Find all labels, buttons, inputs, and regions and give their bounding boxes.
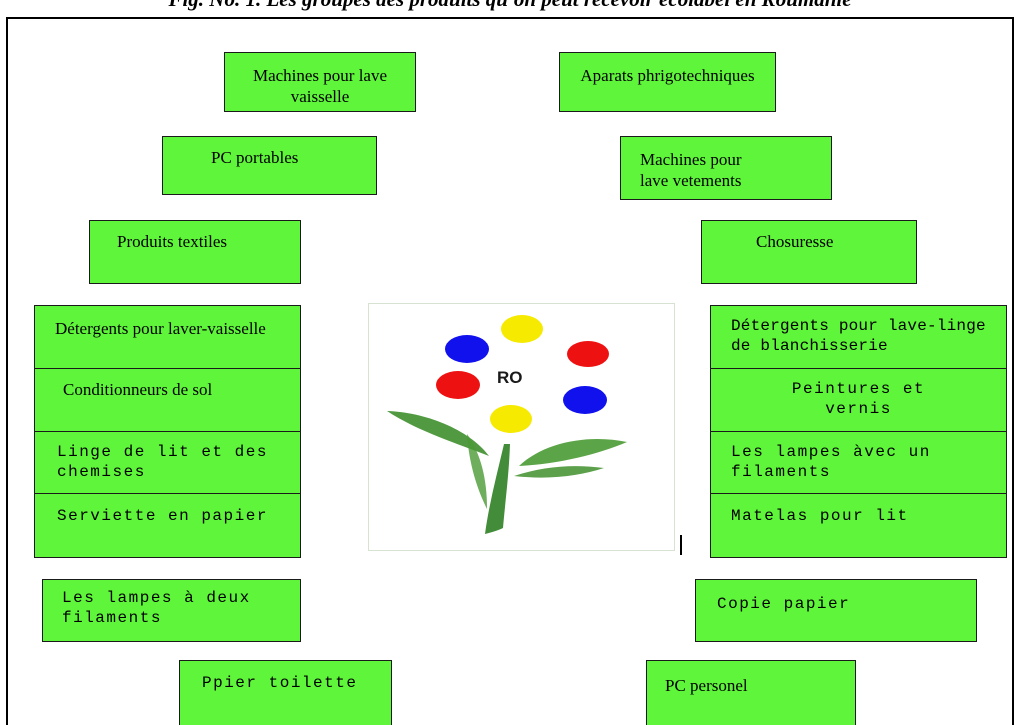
ecolabel-logo: RO bbox=[368, 303, 675, 551]
petal-yellow-bottom bbox=[490, 405, 532, 433]
product-box-matelas-lit: Matelas pour lit bbox=[710, 493, 1007, 558]
ecolabel-flower-drawing bbox=[387, 315, 627, 534]
petal-red-left bbox=[436, 371, 480, 399]
product-box-machines-lave-vetements: Machines pour lave vetements bbox=[620, 136, 832, 200]
petal-red-right bbox=[567, 341, 609, 367]
product-box-copie-papier: Copie papier bbox=[695, 579, 977, 642]
petal-blue-left bbox=[445, 335, 489, 363]
product-box-detergents-lave-linge: Détergents pour lave-linge de blanchisse… bbox=[710, 305, 1007, 371]
product-box-lampes-deux-filaments: Les lampes à deux filaments bbox=[42, 579, 301, 642]
leaf-left bbox=[387, 411, 489, 456]
product-box-aparats-phrigotechniques: Aparats phrigotechniques bbox=[559, 52, 776, 112]
diagram-frame bbox=[6, 17, 1014, 725]
product-box-serviette-papier: Serviette en papier bbox=[34, 493, 301, 558]
text-cursor bbox=[680, 535, 682, 555]
leaf-bottom bbox=[467, 434, 487, 509]
ecolabel-logo-text: RO bbox=[497, 368, 523, 387]
product-box-produits-textiles: Produits textiles bbox=[89, 220, 301, 284]
product-box-detergents-vaisselle: Détergents pour laver-vaisselle bbox=[34, 305, 301, 371]
leaf-right-upper bbox=[519, 439, 627, 466]
product-box-pc-portables: PC portables bbox=[162, 136, 377, 195]
flower-stem bbox=[485, 444, 510, 534]
petal-blue-right bbox=[563, 386, 607, 414]
figure-caption: Fig. No. 1. Les groupes des produits qu'… bbox=[0, 0, 1020, 12]
leaf-right-lower bbox=[514, 466, 604, 478]
product-box-conditionneurs-sol: Conditionneurs de sol bbox=[34, 368, 301, 433]
product-box-lampes-un-filament: Les lampes àvec un filaments bbox=[710, 431, 1007, 495]
product-box-papier-toilette: Ppier toilette bbox=[179, 660, 392, 725]
product-box-pc-personel: PC personel bbox=[646, 660, 856, 725]
petal-yellow-top bbox=[501, 315, 543, 343]
product-box-machines-lave-vaisselle: Machines pour lave vaisselle bbox=[224, 52, 416, 112]
product-box-peintures-vernis: Peintures et vernis bbox=[710, 368, 1007, 433]
product-box-chosuresse: Chosuresse bbox=[701, 220, 917, 284]
product-box-linge-de-lit: Linge de lit et des chemises bbox=[34, 431, 301, 495]
